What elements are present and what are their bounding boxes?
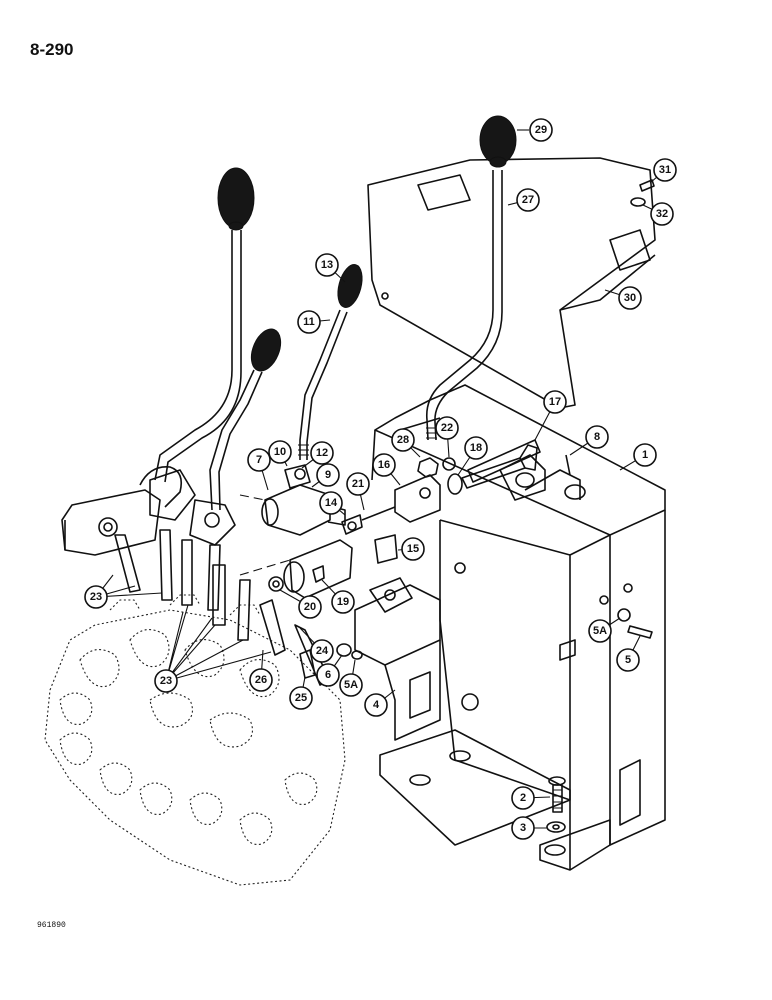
svg-text:32: 32	[656, 208, 668, 220]
callout-12: 12	[310, 441, 334, 465]
callout-8: 8	[585, 425, 609, 449]
svg-text:22: 22	[441, 422, 453, 434]
svg-text:24: 24	[316, 645, 329, 657]
knob-13-icon	[337, 264, 363, 308]
svg-text:5: 5	[625, 654, 631, 666]
callout-22: 22	[435, 416, 459, 440]
svg-text:5A: 5A	[593, 625, 607, 637]
screw-31-washer-32	[630, 179, 655, 207]
main-frame	[371, 384, 666, 871]
lever-27	[425, 115, 517, 441]
svg-text:15: 15	[407, 543, 419, 555]
bracket-4	[354, 577, 441, 741]
callout-5: 5	[616, 648, 640, 672]
callout-27: 27	[516, 188, 540, 212]
callout-26: 26	[249, 668, 273, 692]
svg-text:28: 28	[397, 434, 409, 446]
callout-21: 21	[346, 472, 370, 496]
svg-text:1: 1	[642, 449, 648, 461]
knob-middle-icon	[250, 328, 282, 372]
svg-text:10: 10	[274, 446, 286, 458]
callout-4: 4	[364, 693, 388, 717]
svg-text:7: 7	[256, 454, 262, 466]
callout-20: 20	[298, 595, 322, 619]
svg-text:18: 18	[470, 442, 482, 454]
callout-10: 10	[268, 440, 292, 464]
figure-code: 961890	[37, 921, 66, 930]
svg-text:30: 30	[624, 292, 636, 304]
left-lever-bracket	[61, 466, 196, 556]
callout-5a-lower: 5A	[339, 673, 363, 697]
page-number: 8-290	[30, 40, 74, 59]
middle-lever	[189, 328, 282, 546]
callout-5a-right: 5A	[588, 619, 612, 643]
callout-23-left: 23	[84, 585, 108, 609]
svg-text:3: 3	[520, 822, 526, 834]
svg-text:23: 23	[90, 591, 102, 603]
callout-17: 17	[543, 390, 567, 414]
callout-15: 15	[401, 537, 425, 561]
left-lever	[154, 167, 255, 483]
svg-text:13: 13	[321, 259, 333, 271]
callout-18: 18	[464, 436, 488, 460]
svg-text:11: 11	[303, 316, 315, 328]
svg-text:2: 2	[520, 792, 526, 804]
spool-parts	[239, 506, 396, 599]
svg-text:12: 12	[316, 447, 328, 459]
callout-24: 24	[310, 639, 334, 663]
callout-31: 31	[653, 158, 677, 182]
svg-text:27: 27	[522, 194, 534, 206]
callout-29: 29	[529, 118, 553, 142]
callout-16: 16	[372, 453, 396, 477]
cover-30	[367, 157, 656, 409]
small-hardware	[374, 444, 571, 564]
callout-2: 2	[511, 786, 535, 810]
callout-25: 25	[289, 686, 313, 710]
svg-text:31: 31	[659, 164, 671, 176]
callout-9: 9	[316, 463, 340, 487]
pin-17	[467, 439, 546, 501]
callout-13: 13	[315, 253, 339, 277]
svg-text:14: 14	[325, 497, 338, 509]
callout-3: 3	[511, 816, 535, 840]
svg-text:8: 8	[594, 431, 600, 443]
svg-text:26: 26	[255, 674, 267, 686]
svg-text:5A: 5A	[344, 679, 358, 691]
callout-19: 19	[331, 590, 355, 614]
callout-1: 1	[633, 443, 657, 467]
svg-text:16: 16	[378, 459, 390, 471]
svg-text:4: 4	[373, 699, 380, 711]
svg-text:20: 20	[304, 601, 316, 613]
links-23	[114, 529, 286, 656]
svg-text:9: 9	[325, 469, 331, 481]
callout-6: 6	[316, 663, 340, 687]
callout-32: 32	[650, 202, 674, 226]
svg-text:19: 19	[337, 596, 349, 608]
svg-text:6: 6	[325, 669, 331, 681]
svg-text:23: 23	[160, 675, 172, 687]
knob-left-icon	[217, 167, 255, 229]
callout-14: 14	[319, 491, 343, 515]
callout-7: 7	[247, 448, 271, 472]
callout-28: 28	[391, 428, 415, 452]
svg-text:21: 21	[352, 478, 364, 490]
svg-text:25: 25	[295, 692, 307, 704]
callout-23-lower: 23	[154, 669, 178, 693]
svg-text:29: 29	[535, 124, 547, 136]
callout-30: 30	[618, 286, 642, 310]
svg-text:17: 17	[549, 396, 561, 408]
callout-11: 11	[297, 310, 321, 334]
lever-11	[298, 264, 363, 460]
